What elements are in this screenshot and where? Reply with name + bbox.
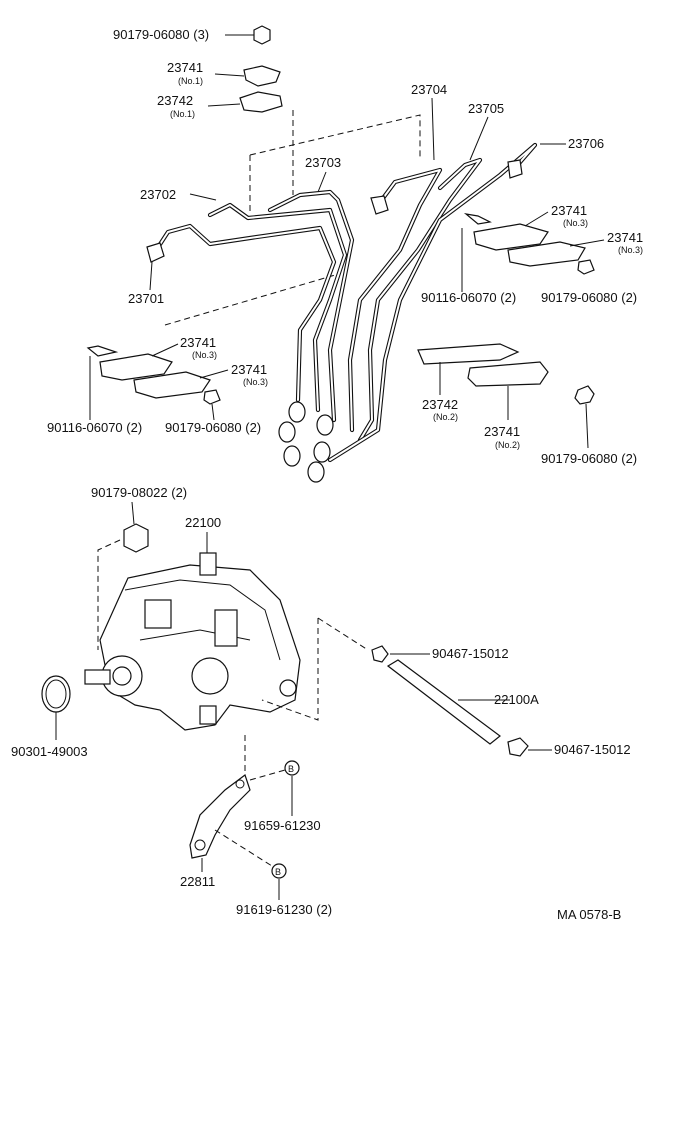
bolt-right <box>463 213 492 225</box>
figure-code: MA 0578-B <box>557 907 621 922</box>
label-pump: 22100 <box>185 515 221 530</box>
clip-bottom <box>507 737 529 757</box>
label-nut-pump: 90179-08022 (2) <box>91 485 187 500</box>
label-nut-right: 90179-06080 (2) <box>541 290 637 305</box>
clamp-23741-no1 <box>243 65 281 87</box>
label-nut-top: 90179-06080 (3) <box>113 27 209 42</box>
clip-top <box>371 645 389 663</box>
bracket-group: B 91659-61230 B 91619-61230 (2) 22811 <box>180 735 332 917</box>
label-bolt-left: 90116-06070 (2) <box>47 420 142 435</box>
label-23701: 23701 <box>128 291 164 306</box>
label-bolt-right: 90116-06070 (2) <box>421 290 516 305</box>
label-23741-no2-sub: (No.2) <box>495 440 520 450</box>
label-23705: 23705 <box>468 101 504 116</box>
label-23741-no3-rb-sub: (No.3) <box>618 245 643 255</box>
marker-b1 <box>284 760 300 776</box>
label-23742-no2: 23742 <box>422 397 458 412</box>
label-23741-no3-lb-sub: (No.3) <box>243 377 268 387</box>
label-oring: 90301-49003 <box>11 744 88 759</box>
nut-right-lower <box>574 385 595 405</box>
label-23704: 23704 <box>411 82 447 97</box>
clamp-no2-group: 23742 (No.2) 23741 (No.2) 90179-06080 (2… <box>417 343 637 466</box>
label-nut-right-lower: 90179-06080 (2) <box>541 451 637 466</box>
injection-pump <box>99 564 301 731</box>
label-23742-no1: 23742 <box>157 93 193 108</box>
clamp-23741-no3-ra <box>473 223 549 251</box>
label-23741-no3-la-sub: (No.3) <box>192 350 217 360</box>
label-23741-no1: 23741 <box>167 60 203 75</box>
clamp-23742-no1 <box>239 91 283 113</box>
label-23742-no1-sub: (No.1) <box>170 109 195 119</box>
label-bracket: 22811 <box>180 874 215 889</box>
label-23741-no2: 23741 <box>484 424 520 439</box>
oring-group: 90301-49003 <box>11 675 88 759</box>
clamp-23741-no3-la <box>99 353 173 381</box>
nut-right <box>577 259 595 275</box>
label-bolt-b1: 91659-61230 <box>244 818 321 833</box>
nut-left <box>203 389 221 405</box>
clamp-23742-no2 <box>417 343 520 365</box>
marker-b2-text: B <box>275 867 281 877</box>
label-bolt-b2: 91619-61230 (2) <box>236 902 332 917</box>
bracket <box>189 774 251 859</box>
label-hose: 22100A <box>494 692 539 707</box>
label-23741-no1-sub: (No.1) <box>178 76 203 86</box>
label-clip-top: 90467-15012 <box>432 646 509 661</box>
label-23703: 23703 <box>305 155 341 170</box>
marker-b1-text: B <box>288 764 294 774</box>
label-23741-no3-rb: 23741 <box>607 230 643 245</box>
label-nut-left: 90179-06080 (2) <box>165 420 261 435</box>
injection-pump-group: 90179-08022 (2) 22100 <box>84 485 369 731</box>
pipe-labels-upper: 23704 23705 23706 23703 23702 23701 <box>128 82 604 306</box>
label-23741-no3-ra: 23741 <box>551 203 587 218</box>
injection-pipes <box>146 142 538 483</box>
clamp-no1-group: 23741 (No.1) 23742 (No.1) <box>157 60 294 195</box>
clamp-no3-left-group: 23741 (No.3) 23741 (No.3) 90116-06070 (2… <box>47 335 268 435</box>
hose <box>386 659 501 745</box>
clamp-23741-no2 <box>467 361 549 387</box>
label-23742-no2-sub: (No.2) <box>433 412 458 422</box>
nut-top <box>253 25 271 45</box>
marker-b2 <box>271 863 287 879</box>
label-23706: 23706 <box>568 136 604 151</box>
guide-upper <box>249 114 421 160</box>
nut-pump <box>123 523 149 553</box>
clamp-23741-no3-rb <box>507 241 586 267</box>
label-23741-no3-lb: 23741 <box>231 362 267 377</box>
label-23702: 23702 <box>140 187 176 202</box>
bolt-left <box>86 345 119 357</box>
label-23741-no3-la: 23741 <box>180 335 216 350</box>
clamp-23741-no3-lb <box>133 371 211 399</box>
label-23741-no3-ra-sub: (No.3) <box>563 218 588 228</box>
nut-top-group: 90179-06080 (3) <box>113 25 271 45</box>
clamp-no3-right-group: 23741 (No.3) 23741 (No.3) 90116-06070 (2… <box>421 203 643 305</box>
label-clip-bottom: 90467-15012 <box>554 742 631 757</box>
hose-group: 90467-15012 22100A 90467-15012 <box>371 645 631 757</box>
